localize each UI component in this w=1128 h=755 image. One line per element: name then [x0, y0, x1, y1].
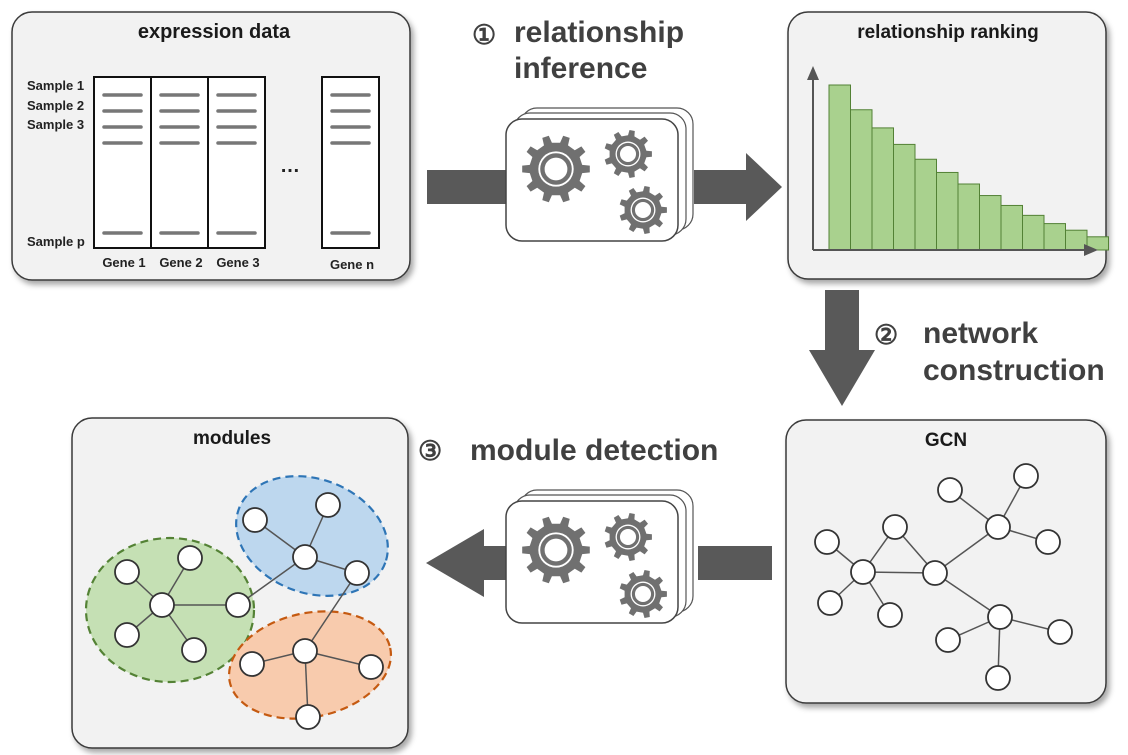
ranking-bar	[936, 171, 959, 251]
sample-1-label: Sample 1	[27, 78, 84, 93]
node-icon	[225, 592, 251, 618]
gcn-title: GCN	[925, 430, 967, 451]
node-icon	[814, 529, 840, 555]
node-icon	[358, 654, 384, 680]
node-icon	[177, 545, 203, 571]
node-icon	[344, 560, 370, 586]
modules-title: modules	[193, 428, 271, 449]
node-icon	[295, 704, 321, 730]
step-1-line2: inference	[514, 52, 647, 85]
relationship-ranking-panel: relationship ranking	[787, 11, 1109, 280]
expression-data-panel: expression data Sample 1 Sample 2 Sample…	[11, 11, 411, 281]
gene-1-label: Gene 1	[102, 255, 145, 270]
relationship-ranking-title: relationship ranking	[857, 22, 1039, 43]
step-2-line2: construction	[923, 354, 1105, 387]
step-3-line1: module detection	[470, 434, 718, 467]
step-2-label: ② network construction	[874, 317, 1105, 387]
node-icon	[985, 665, 1011, 691]
gear-card-2	[505, 489, 694, 624]
gear-icon	[522, 135, 590, 203]
node-icon	[1047, 619, 1073, 645]
ranking-bar	[828, 84, 851, 251]
gene-columns	[93, 76, 380, 249]
gcn-nodes	[814, 463, 1073, 691]
node-icon	[987, 604, 1013, 630]
node-icon	[114, 559, 140, 585]
ranking-bar	[914, 158, 937, 251]
module-nodes	[114, 492, 384, 730]
step-3-number: ③	[418, 436, 442, 466]
gear-icon	[619, 186, 667, 234]
node-icon	[181, 637, 207, 663]
modules-panel: modules	[71, 417, 409, 749]
ranking-bar	[850, 109, 873, 251]
gcn-panel: GCN	[785, 419, 1107, 704]
step-2-number: ②	[874, 320, 898, 350]
ranking-bar	[871, 127, 894, 251]
node-icon	[817, 590, 843, 616]
step-1-number: ①	[472, 20, 496, 50]
node-icon	[149, 592, 175, 618]
ranking-bar	[957, 183, 980, 251]
gene-n-label: Gene n	[330, 257, 374, 272]
sample-p-label: Sample p	[27, 234, 85, 249]
node-icon	[1035, 529, 1061, 555]
arrow-down-icon	[809, 290, 875, 406]
columns-ellipsis: …	[280, 155, 300, 177]
sample-lines	[102, 93, 371, 235]
node-icon	[315, 492, 341, 518]
gear-icon	[604, 130, 652, 178]
ranking-bar	[1043, 223, 1066, 251]
node-icon	[985, 514, 1011, 540]
node-icon	[114, 622, 140, 648]
node-icon	[239, 651, 265, 677]
node-icon	[922, 560, 948, 586]
node-icon	[850, 559, 876, 585]
step-1-line1: relationship	[514, 16, 684, 49]
gene-2-label: Gene 2	[159, 255, 202, 270]
ranking-axes	[807, 66, 1098, 256]
node-icon	[1013, 463, 1039, 489]
gear-icon	[604, 513, 652, 561]
step-2-line1: network	[923, 317, 1038, 350]
node-icon	[935, 627, 961, 653]
ranking-bar	[1000, 204, 1023, 251]
node-icon	[292, 544, 318, 570]
ranking-bar	[979, 195, 1002, 251]
sample-3-label: Sample 3	[27, 117, 84, 132]
ranking-bar	[1065, 229, 1088, 251]
node-icon	[882, 514, 908, 540]
step-1-label: ① relationship inference	[472, 16, 684, 85]
gene-3-label: Gene 3	[216, 255, 259, 270]
gear-card-1	[505, 107, 694, 242]
ranking-bar	[1022, 214, 1045, 251]
ranking-bar	[893, 143, 916, 251]
sample-2-label: Sample 2	[27, 98, 84, 113]
node-icon	[242, 507, 268, 533]
gear-icon	[522, 516, 590, 584]
expression-data-title: expression data	[138, 21, 291, 43]
step-3-label: ③ module detection	[418, 434, 718, 467]
node-icon	[292, 638, 318, 664]
ranking-bars	[828, 84, 1109, 251]
arrow-right-icon	[427, 153, 782, 221]
node-icon	[937, 477, 963, 503]
gear-icon	[619, 570, 667, 618]
node-icon	[877, 602, 903, 628]
